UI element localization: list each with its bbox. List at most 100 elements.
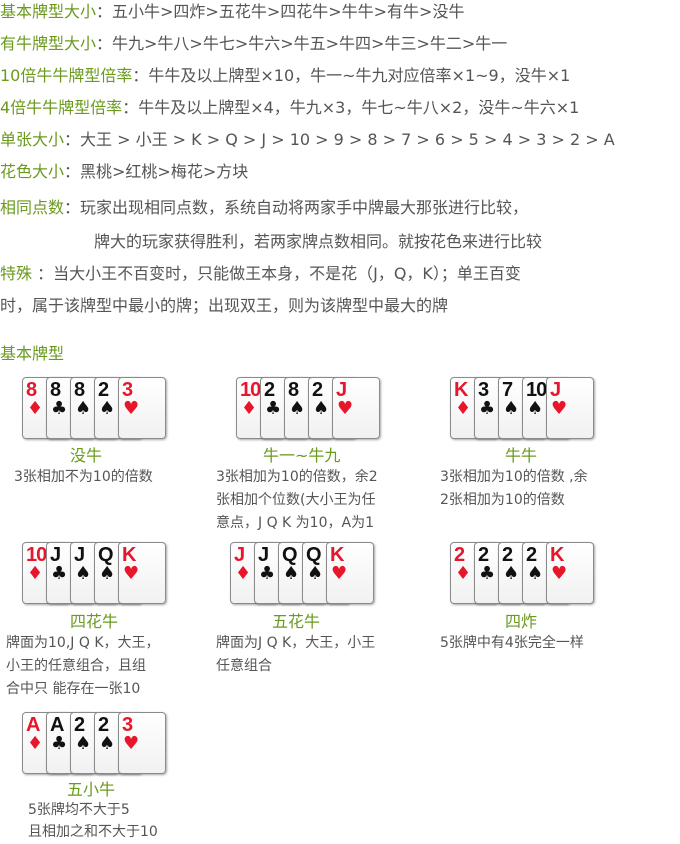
rule-key: 单张大小 — [0, 130, 65, 149]
club-suit-icon: ♣ — [259, 563, 276, 584]
hand-desc-line: 小王的任意组合，且组 — [6, 658, 146, 674]
club-suit-icon: ♣ — [51, 733, 68, 754]
spade-suit-icon: ♠ — [503, 398, 520, 419]
card-rank: 8 — [50, 379, 61, 401]
rule-key: 有牛牌型大小 — [0, 34, 97, 53]
diamond-suit-icon: ♦ — [455, 563, 472, 584]
spade-suit-icon: ♠ — [99, 733, 116, 754]
diamond-suit-icon: ♦ — [241, 398, 258, 419]
spade-suit-icon: ♠ — [527, 398, 544, 419]
hand-desc-line: 牌面为J Q K，大王，小王 — [216, 635, 376, 651]
club-suit-icon: ♣ — [265, 398, 282, 419]
card-rank: A — [26, 714, 40, 736]
card-rank: 10 — [240, 379, 261, 401]
club-suit-icon: ♣ — [479, 398, 496, 419]
spade-suit-icon: ♠ — [313, 398, 330, 419]
club-suit-icon: ♣ — [479, 563, 496, 584]
card-rank: 2 — [478, 544, 489, 566]
playing-card: J♥ — [332, 377, 380, 439]
card-rank: 3 — [122, 714, 133, 736]
rule-suit-order: 花色大小：黑桃>红桃>梅花>方块 — [0, 160, 248, 184]
card-rank: J — [336, 379, 347, 401]
spade-suit-icon: ♠ — [99, 398, 116, 419]
rule-key: 10倍牛牛牌型倍率 — [0, 66, 133, 85]
playing-card: J♥ — [546, 377, 594, 439]
hand-name: 四花牛 — [70, 612, 119, 631]
card-rank: 2 — [454, 544, 465, 566]
rule-special-continued: 时，属于该牌型中最小的牌；出现双王，则为该牌型中最大的牌 — [0, 294, 448, 318]
rule-value: 时，属于该牌型中最小的牌；出现双王，则为该牌型中最大的牌 — [0, 296, 449, 315]
heart-suit-icon: ♥ — [123, 398, 140, 419]
section-title: 基本牌型 — [0, 344, 65, 363]
playing-card: 3♥ — [118, 377, 166, 439]
hand-name: 四炸 — [505, 612, 538, 631]
card-rank: A — [50, 714, 64, 736]
rule-niu-hand-order: 有牛牌型大小：牛九>牛八>牛七>牛六>牛五>牛四>牛三>牛二>牛一 — [0, 32, 507, 56]
hand-desc-line: 3张相加为10的倍数，余2 — [216, 469, 378, 485]
hand-desc-line: 2张相加为10的倍数 — [440, 492, 565, 508]
card-rank: 2 — [264, 379, 275, 401]
card-rank: J — [74, 544, 85, 566]
card-rank: 2 — [502, 544, 513, 566]
card-rank: 3 — [122, 379, 133, 401]
card-rank: J — [258, 544, 269, 566]
rule-same-points-continued: 牌大的玩家获得胜利，若两家牌点数相同。就按花色来进行比较 — [94, 232, 543, 251]
rule-key: 特殊 — [0, 264, 33, 283]
card-rank: J — [50, 544, 61, 566]
club-suit-icon: ♣ — [51, 398, 68, 419]
rule-key: 相同点数 — [0, 198, 65, 217]
hand-name: 牛一~牛九 — [263, 446, 341, 465]
heart-suit-icon: ♥ — [551, 563, 568, 584]
playing-card: K♥ — [546, 542, 594, 604]
rule-value: ：大王 > 小王 > K > Q > J > 10 > 9 > 8 > 7 > … — [64, 130, 615, 149]
rule-4x-multiplier: 4倍牛牛牌型倍率：牛牛及以上牌型×4，牛九×3，牛七~牛八×2，没牛~牛六×1 — [0, 96, 579, 120]
card-rank: Q — [282, 544, 298, 566]
card-rank: 2 — [312, 379, 323, 401]
card-rank: J — [234, 544, 245, 566]
hand-desc-line: 3张相加不为10的倍数 — [14, 469, 153, 485]
club-suit-icon: ♣ — [51, 563, 68, 584]
rule-key: 基本牌型大小 — [0, 2, 97, 21]
rule-value: ：牛牛及以上牌型×10，牛一~牛九对应倍率×1~9，没牛×1 — [132, 66, 571, 85]
diamond-suit-icon: ♦ — [27, 398, 44, 419]
heart-suit-icon: ♥ — [123, 563, 140, 584]
card-rank: 2 — [98, 714, 109, 736]
hand-desc-line: 5张牌均不大于5 — [28, 802, 130, 818]
card-rank: 8 — [74, 379, 85, 401]
heart-suit-icon: ♥ — [337, 398, 354, 419]
rule-10x-multiplier: 10倍牛牛牌型倍率：牛牛及以上牌型×10，牛一~牛九对应倍率×1~9，没牛×1 — [0, 64, 570, 88]
spade-suit-icon: ♠ — [75, 398, 92, 419]
rule-value: ：牛牛及以上牌型×4，牛九×3，牛七~牛八×2，没牛~牛六×1 — [122, 98, 580, 117]
rule-value: ：牛九>牛八>牛七>牛六>牛五>牛四>牛三>牛二>牛一 — [96, 34, 508, 53]
heart-suit-icon: ♥ — [331, 563, 348, 584]
card-rank: Q — [98, 544, 114, 566]
hand-desc-line: 张相加个位数(大小王为任 — [216, 492, 376, 508]
hand-name: 五花牛 — [272, 612, 321, 631]
card-rank: J — [550, 379, 561, 401]
spade-suit-icon: ♠ — [75, 733, 92, 754]
diamond-suit-icon: ♦ — [235, 563, 252, 584]
card-rank: K — [454, 379, 468, 401]
card-rank: K — [330, 544, 344, 566]
diamond-suit-icon: ♦ — [27, 563, 44, 584]
playing-card: K♥ — [118, 542, 166, 604]
rule-value: ：玩家出现相同点数，系统自动将两家手中牌最大那张进行比较， — [64, 198, 529, 217]
hand-name: 五小牛 — [67, 780, 116, 799]
diamond-suit-icon: ♦ — [27, 733, 44, 754]
card-rank: Q — [306, 544, 322, 566]
hand-desc-line: 任意组合 — [216, 658, 272, 674]
rule-value: ：当大小王不百变时，只能做王本身，不是花（J，Q，K）；单王百变 — [32, 264, 521, 283]
card-rank: 2 — [74, 714, 85, 736]
spade-suit-icon: ♠ — [75, 563, 92, 584]
playing-card: 3♥ — [118, 712, 166, 774]
card-rank: 7 — [502, 379, 513, 401]
hand-name: 牛牛 — [505, 446, 538, 465]
spade-suit-icon: ♠ — [527, 563, 544, 584]
rule-same-points: 相同点数：玩家出现相同点数，系统自动将两家手中牌最大那张进行比较， — [0, 196, 528, 220]
card-rank: 8 — [288, 379, 299, 401]
spade-suit-icon: ♠ — [283, 563, 300, 584]
hand-desc-line: 牌面为10,J Q K，大王， — [6, 635, 160, 651]
card-rank: K — [550, 544, 564, 566]
rule-value: ：黑桃>红桃>梅花>方块 — [64, 162, 249, 181]
spade-suit-icon: ♠ — [99, 563, 116, 584]
